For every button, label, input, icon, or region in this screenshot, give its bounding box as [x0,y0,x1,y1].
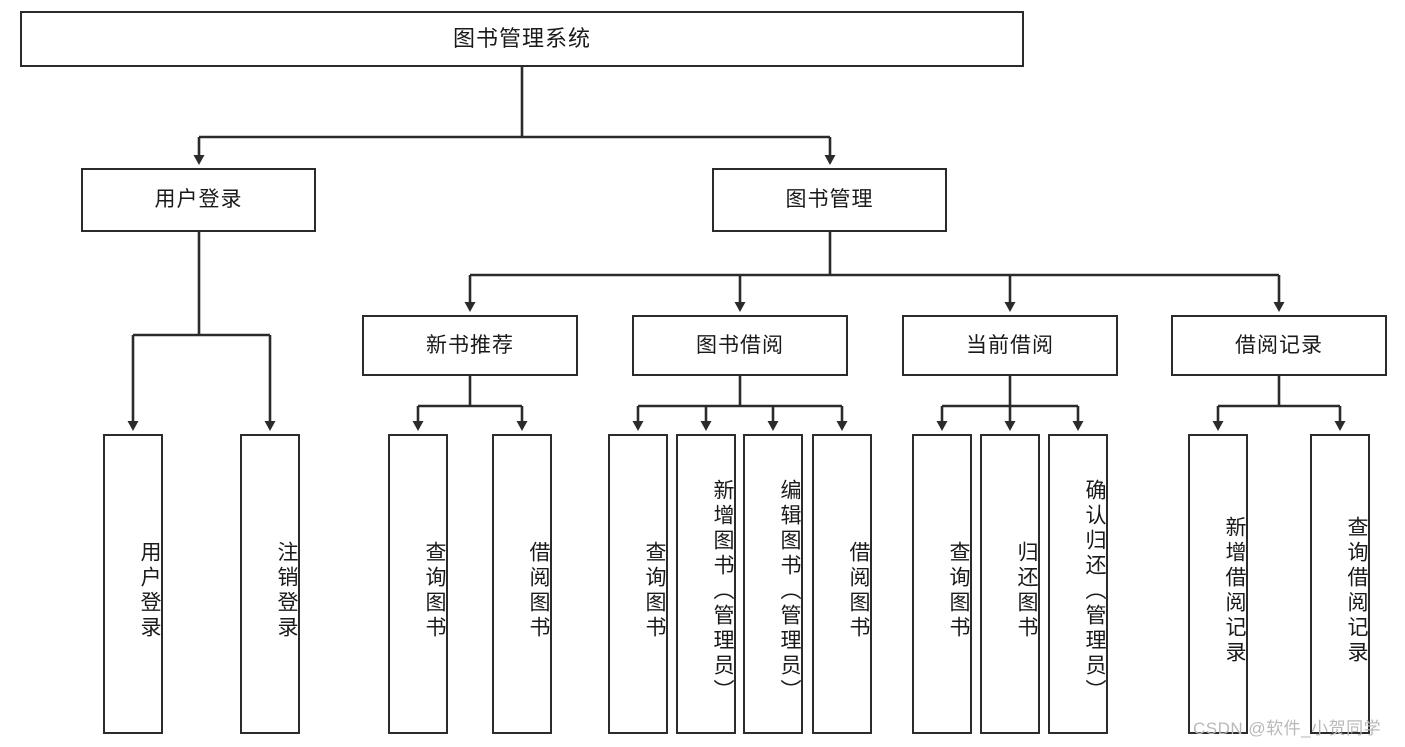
leaf-add-book-admin[interactable]: 新增图书（管理员） [676,434,736,734]
node-label: 查询图书 [643,541,666,641]
leaf-edit-book-admin[interactable]: 编辑图书（管理员） [743,434,803,734]
node-label: 当前借阅 [966,333,1054,357]
leaf-confirm-return-admin[interactable]: 确认归还（管理员） [1048,434,1108,734]
node-book-management[interactable]: 图书管理 [712,168,947,232]
node-borrowing-records[interactable]: 借阅记录 [1171,315,1387,376]
node-label: 图书管理系统 [452,25,591,51]
node-root-book-management-system[interactable]: 图书管理系统 [20,11,1024,67]
node-current-borrowing[interactable]: 当前借阅 [902,315,1118,376]
leaf-search-borrowing-record[interactable]: 查询借阅记录 [1310,434,1370,734]
leaf-logout[interactable]: 注销登录 [240,434,300,734]
node-label: 新增借阅记录 [1223,516,1246,666]
leaf-add-borrowing-record[interactable]: 新增借阅记录 [1188,434,1248,734]
node-book-borrowing[interactable]: 图书借阅 [632,315,848,376]
node-label: 查询借阅记录 [1345,516,1368,666]
node-label: 归还图书 [1015,541,1038,641]
leaf-borrow-books-recommendation[interactable]: 借阅图书 [492,434,552,734]
node-label: 确认归还（管理员） [1083,478,1106,704]
node-user-login[interactable]: 用户登录 [81,168,316,232]
leaf-search-books-borrowing[interactable]: 查询图书 [608,434,668,734]
node-label: 查询图书 [423,541,446,641]
node-label: 图书借阅 [696,333,784,357]
node-label: 注销登录 [275,541,298,641]
leaf-search-books-current[interactable]: 查询图书 [912,434,972,734]
node-label: 新书推荐 [426,333,514,357]
node-label: 借阅记录 [1235,333,1323,357]
node-new-book-recommendation[interactable]: 新书推荐 [362,315,578,376]
node-label: 借阅图书 [527,541,550,641]
node-label: 新增图书（管理员） [711,478,734,704]
leaf-return-books[interactable]: 归还图书 [980,434,1040,734]
node-label: 用户登录 [154,188,243,212]
leaf-search-books-recommendation[interactable]: 查询图书 [388,434,448,734]
node-label: 图书管理 [785,188,874,212]
leaf-borrow-books-borrowing[interactable]: 借阅图书 [812,434,872,734]
node-label: 用户登录 [138,541,161,641]
leaf-user-login[interactable]: 用户登录 [103,434,163,734]
node-label: 查询图书 [947,541,970,641]
csdn-watermark: CSDN @软件_小贺同学 [1193,719,1382,738]
node-label: 编辑图书（管理员） [778,478,801,704]
node-label: 借阅图书 [847,541,870,641]
